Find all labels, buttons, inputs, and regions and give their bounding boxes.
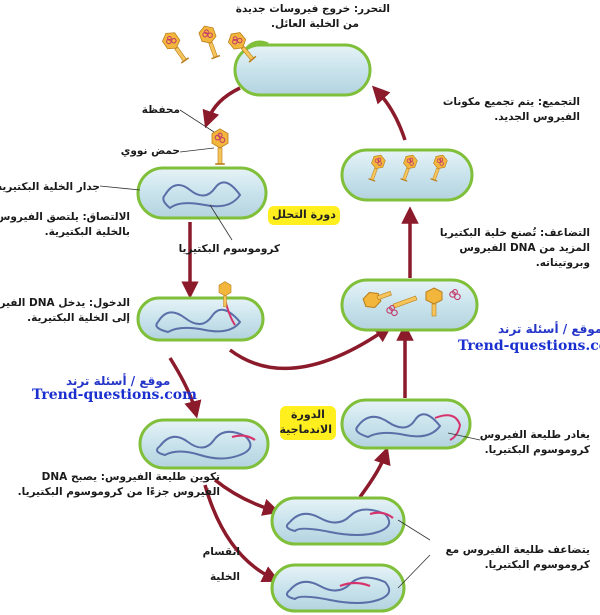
cycle-arrows	[168, 85, 419, 583]
watermark-en-2: Trend-questions.com	[32, 387, 197, 403]
arrow-entry-to-replication	[228, 325, 393, 371]
lytic-cycle-tag: دورة التحلل	[268, 206, 340, 225]
cell-replication	[340, 278, 479, 332]
cell-division-1	[270, 496, 406, 546]
attaching-phage	[211, 128, 229, 165]
injecting-phage	[218, 281, 232, 308]
cell-provirus-leaves	[340, 398, 472, 450]
label-cell-wall: جدار الخلية البكتيرية	[0, 181, 100, 193]
cell-attachment	[136, 166, 268, 220]
cell-division-2	[270, 563, 406, 613]
cell-assembly	[340, 148, 474, 202]
arrow-provirus-to-divide2	[203, 484, 280, 583]
cell-entry	[136, 296, 265, 342]
arrow-release-to-attach	[202, 86, 241, 129]
cell-provirus	[138, 418, 270, 470]
label-entry: الدخول: يدخل DNA الفيروسإلى الخلية البكت…	[0, 297, 130, 325]
arrow-assembly-to-release	[371, 85, 407, 141]
label-bacterial-chromosome: كروموسوم البكتيريا	[178, 243, 280, 255]
leader-lines	[99, 109, 481, 589]
watermark-en-1: Trend-questions.com	[458, 338, 600, 354]
cell-release	[233, 40, 372, 97]
arrow-divide-to-leave	[358, 446, 391, 499]
label-nucleic-acid: حمض نووي	[120, 145, 180, 157]
label-capsid: محفظة	[141, 104, 180, 116]
watermark-ar-1: موقع / أسئلة ترند	[498, 322, 600, 336]
watermark-ar-2: موقع / أسئلة ترند	[66, 374, 171, 388]
arrow-provirus-to-divide1	[213, 478, 281, 516]
arrow-entry-to-provirus	[168, 357, 202, 419]
